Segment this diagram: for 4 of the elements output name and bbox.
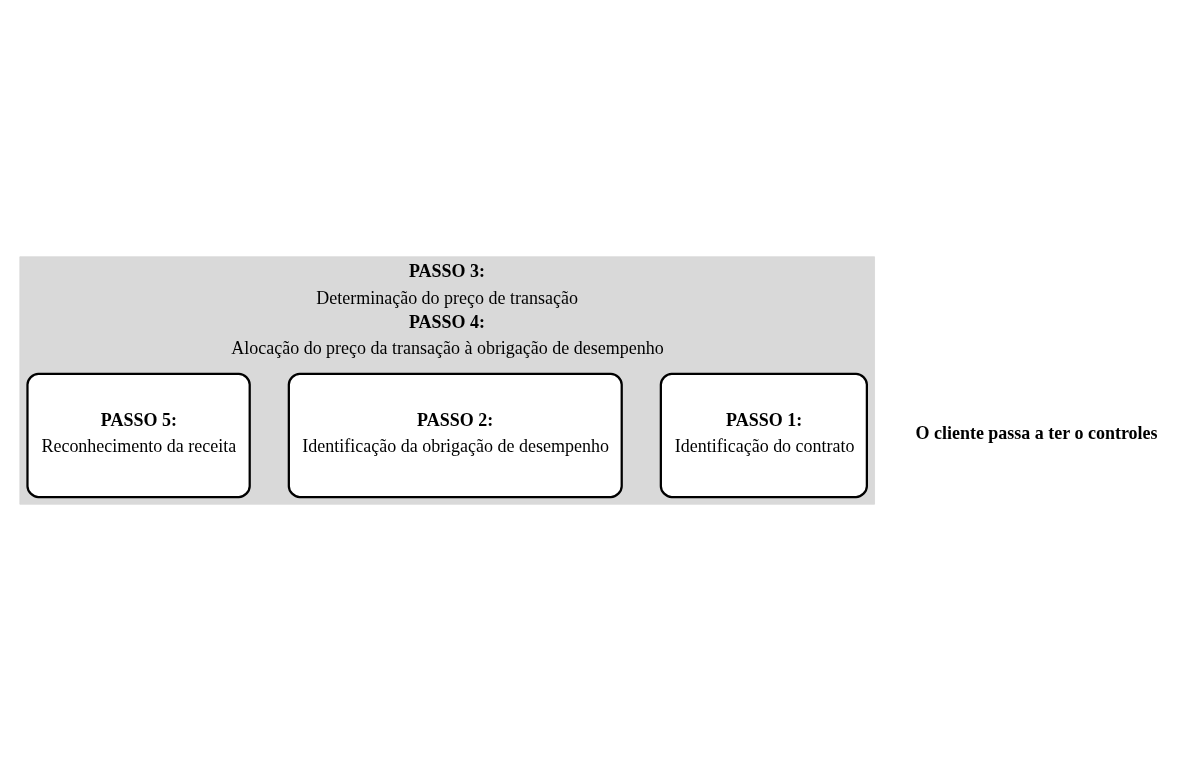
node-box: PASSO 1: Identificação do contrato (659, 372, 868, 498)
node-box: PASSO 5: Reconhecimento da receita (26, 372, 251, 498)
node-box: PASSO 2: Identificação da obrigação de desempenho (287, 372, 623, 498)
label: O cliente passa a ter o controles (915, 422, 1158, 443)
